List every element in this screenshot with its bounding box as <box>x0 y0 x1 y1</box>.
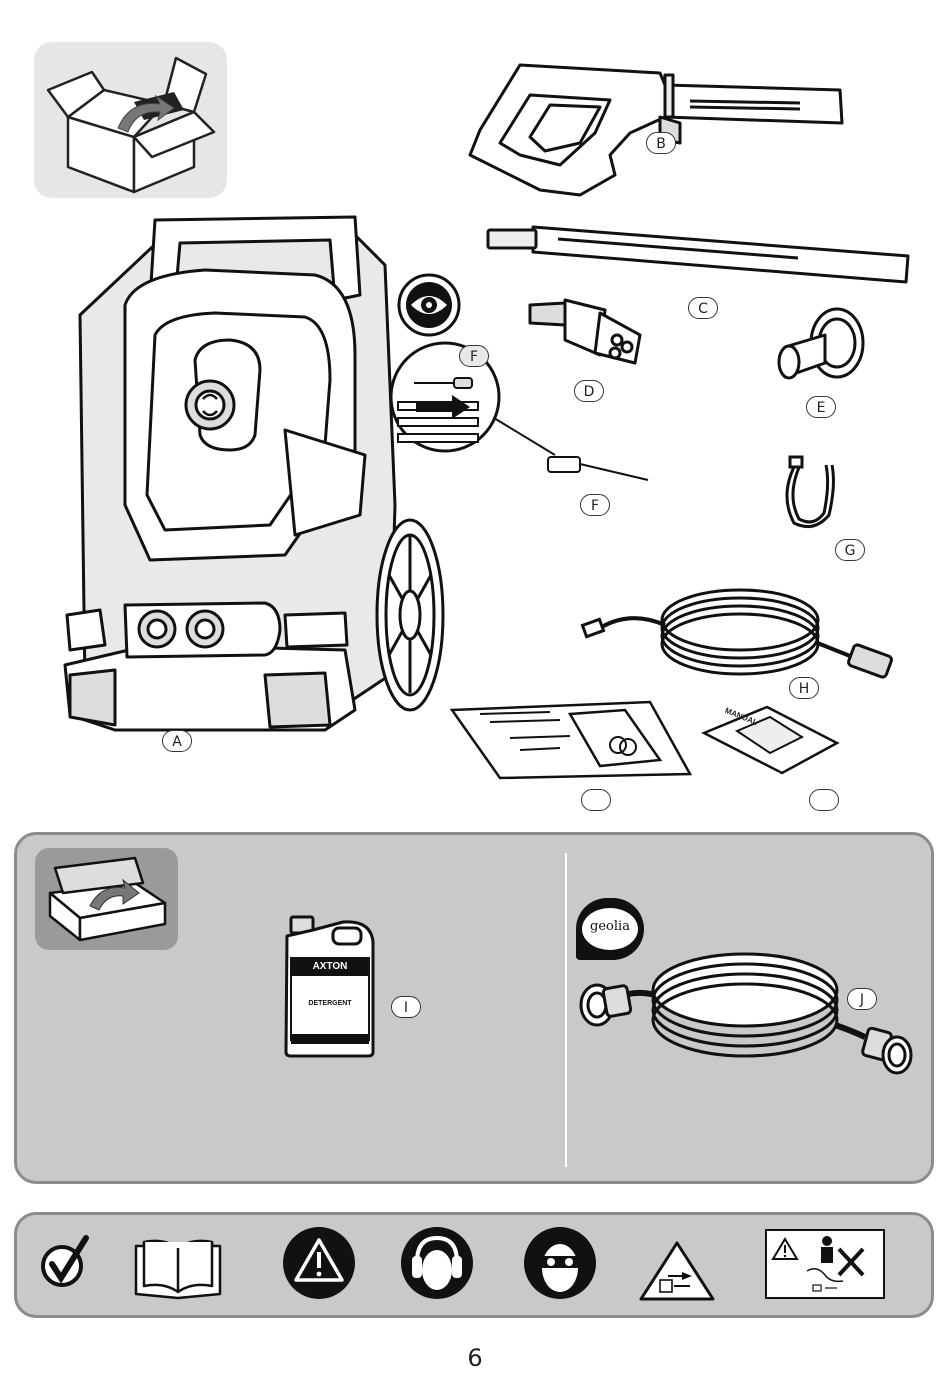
box-open-icon <box>34 42 227 198</box>
multi-nozzle-illustration <box>525 295 650 370</box>
label-c: C <box>688 297 718 319</box>
label-d: D <box>574 380 604 402</box>
manual-illustration <box>702 705 842 775</box>
ear-protection-icon <box>400 1226 474 1300</box>
label-i: I <box>391 996 421 1018</box>
inspect-eye-icon <box>397 273 461 337</box>
small-hose-illustration <box>774 455 854 535</box>
panel-divider <box>565 853 567 1167</box>
page-number: 6 <box>0 1344 950 1372</box>
electric-shock-warning-icon <box>638 1240 716 1302</box>
label-e: E <box>806 396 836 418</box>
spray-gun-illustration <box>460 55 850 200</box>
label-blank-2 <box>809 789 839 811</box>
label-b: B <box>646 132 676 154</box>
high-pressure-hose-illustration <box>580 570 900 685</box>
hose-brand-name: geolia <box>576 919 644 934</box>
box-icon-tile <box>34 42 227 198</box>
label-a: A <box>162 730 192 752</box>
garden-hose-illustration <box>575 935 915 1085</box>
documents-bag-illustration <box>450 700 695 780</box>
detergent-product: DETERGENT <box>293 1000 367 1007</box>
label-blank-1 <box>581 789 611 811</box>
label-h: H <box>789 677 819 699</box>
warning-icon <box>282 1226 356 1300</box>
lance-illustration <box>488 222 913 287</box>
read-manual-icon <box>132 1238 224 1300</box>
optional-accessories-tile <box>35 848 178 950</box>
label-g: G <box>835 539 865 561</box>
eye-protection-icon <box>523 1226 597 1300</box>
safety-label-icon <box>765 1229 885 1299</box>
label-f: F <box>580 494 610 516</box>
label-f-inset: F <box>459 345 489 367</box>
detergent-bottle: AXTON DETERGENT <box>283 912 378 1058</box>
turbo-nozzle-illustration <box>775 305 875 390</box>
detergent-brand: AXTON <box>293 961 367 972</box>
label-j: J <box>847 988 877 1010</box>
reversible-icon <box>35 848 178 950</box>
checkmark-icon <box>40 1234 92 1290</box>
